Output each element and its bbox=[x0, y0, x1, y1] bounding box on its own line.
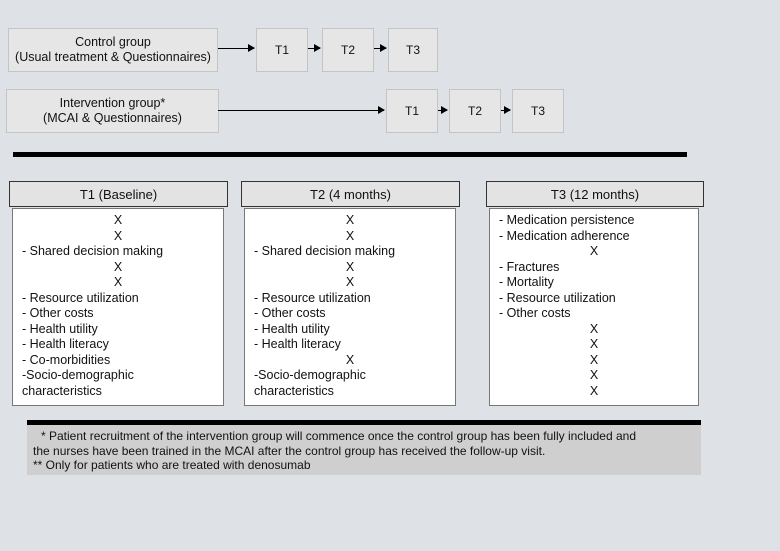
footnote-line-1: * Patient recruitment of the interventio… bbox=[41, 429, 637, 443]
t1-column-title: T1 (Baseline) bbox=[79, 186, 158, 202]
measure-line: - Health literacy bbox=[22, 337, 109, 351]
t2-column-body: X X - Shared decision making X X - Resou… bbox=[244, 208, 456, 406]
control-t3-label: T3 bbox=[405, 42, 420, 57]
measure-line: - Other costs bbox=[22, 306, 94, 320]
measure-line: - Resource utilization bbox=[254, 290, 371, 305]
control-group-title: Control group bbox=[75, 35, 151, 49]
footnote: * Patient recruitment of the interventio… bbox=[27, 425, 701, 475]
intervention-arrow-t1-t2 bbox=[438, 106, 448, 114]
intervention-t2-label: T2 bbox=[467, 103, 482, 118]
measure-line: characteristics bbox=[22, 383, 102, 398]
t2-column-header: T2 (4 months) bbox=[241, 181, 460, 207]
measure-line: X bbox=[589, 321, 599, 336]
t3-column-body: - Medication persistence - Medication ad… bbox=[489, 208, 699, 406]
footnote-line-2: the nurses have been trained in the MCAI… bbox=[33, 443, 546, 458]
measure-line: X bbox=[345, 259, 355, 274]
control-t2-box: T2 bbox=[322, 28, 374, 72]
footnote-divider bbox=[27, 420, 701, 425]
intervention-t3-label: T3 bbox=[530, 103, 545, 118]
measure-line: - Shared decision making bbox=[22, 244, 164, 258]
measure-line: - Resource utilization bbox=[22, 290, 139, 305]
t2-column-title: T2 (4 months) bbox=[310, 186, 391, 202]
control-arrow-t1-t2 bbox=[308, 44, 321, 52]
measure-line: - Mortality bbox=[499, 275, 554, 289]
measure-line: X bbox=[113, 275, 123, 289]
measure-line: - Fractures bbox=[499, 259, 560, 274]
control-t1-label: T1 bbox=[274, 42, 289, 57]
measure-line: X bbox=[345, 352, 355, 367]
control-t2-label: T2 bbox=[340, 42, 355, 57]
control-group-box: Control group (Usual treatment & Questio… bbox=[8, 28, 218, 72]
measure-line: X bbox=[113, 228, 123, 243]
intervention-group-title: Intervention group* bbox=[59, 96, 166, 110]
intervention-t1-label: T1 bbox=[404, 103, 419, 118]
intervention-arrow-to-t1 bbox=[218, 106, 385, 114]
intervention-arrow-t2-t3 bbox=[501, 106, 511, 114]
measure-line: X bbox=[589, 337, 599, 351]
measure-line: X bbox=[345, 275, 355, 289]
measure-line: -Socio-demographic bbox=[254, 368, 366, 382]
measure-line: X bbox=[589, 368, 599, 382]
t3-column-title: T3 (12 months) bbox=[550, 186, 640, 202]
section-divider bbox=[13, 152, 687, 157]
measure-line: X bbox=[345, 228, 355, 243]
t1-column-body: X X - Shared decision making X X - Resou… bbox=[12, 208, 224, 406]
measure-line: - Co-morbidities bbox=[22, 352, 111, 367]
intervention-t3-box: T3 bbox=[512, 89, 564, 133]
measure-line: - Other costs bbox=[254, 306, 326, 320]
measure-line: X bbox=[589, 244, 599, 258]
intervention-t2-box: T2 bbox=[449, 89, 501, 133]
intervention-group-box: Intervention group* (MCAI & Questionnair… bbox=[6, 89, 219, 133]
footnote-line-3: ** Only for patients who are treated wit… bbox=[33, 458, 311, 472]
intervention-t1-box: T1 bbox=[386, 89, 438, 133]
measure-line: - Other costs bbox=[499, 306, 571, 320]
t3-column-header: T3 (12 months) bbox=[486, 181, 704, 207]
measure-line: - Health utility bbox=[22, 321, 98, 336]
measure-line: - Health literacy bbox=[254, 337, 341, 351]
control-group-subtitle: (Usual treatment & Questionnaires) bbox=[15, 50, 211, 64]
control-arrow-to-t1 bbox=[218, 44, 255, 52]
measure-line: X bbox=[113, 213, 123, 227]
control-t1-box: T1 bbox=[256, 28, 308, 72]
measure-line: - Medication adherence bbox=[499, 228, 630, 243]
measure-line: X bbox=[113, 259, 123, 274]
t1-column-header: T1 (Baseline) bbox=[9, 181, 228, 207]
measure-line: characteristics bbox=[254, 383, 334, 398]
intervention-group-subtitle: (MCAI & Questionnaires) bbox=[43, 111, 182, 125]
control-t3-box: T3 bbox=[388, 28, 438, 72]
measure-line: - Medication persistence bbox=[499, 213, 635, 227]
control-arrow-t2-t3 bbox=[374, 44, 387, 52]
measure-line: -Socio-demographic bbox=[22, 368, 134, 382]
measure-line: X bbox=[589, 383, 599, 398]
measure-line: - Shared decision making bbox=[254, 244, 396, 258]
measure-line: X bbox=[589, 352, 599, 367]
measure-line: - Resource utilization bbox=[499, 290, 616, 305]
measure-line: - Health utility bbox=[254, 321, 330, 336]
measure-line: X bbox=[345, 213, 355, 227]
